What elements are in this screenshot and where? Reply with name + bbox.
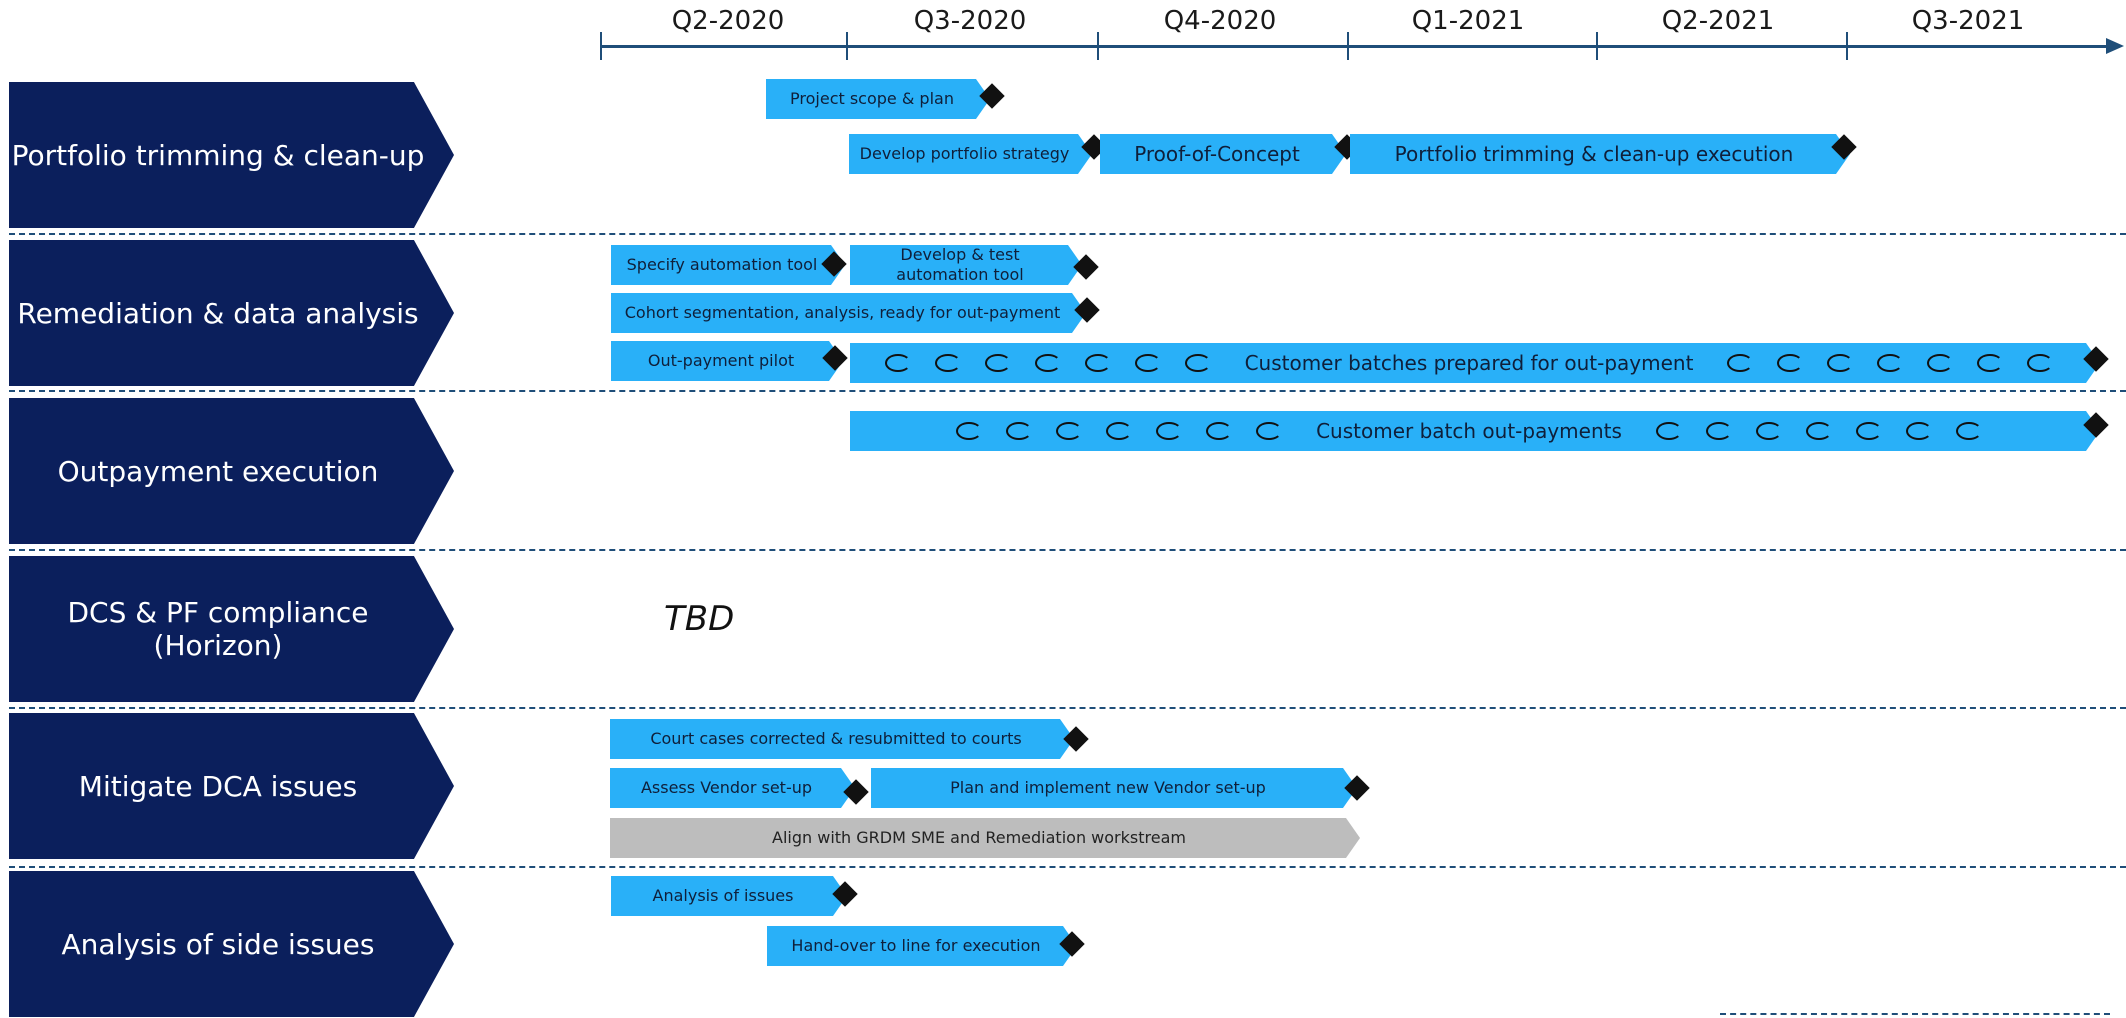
cycle-icon	[1856, 422, 1882, 440]
task-handover: Hand-over to line for execution	[767, 926, 1077, 966]
cycle-icon	[1035, 354, 1061, 372]
cycle-icon	[1906, 422, 1932, 440]
task-develop-strategy: Develop portfolio strategy	[849, 134, 1092, 174]
row-label-dca: Mitigate DCA issues	[9, 713, 454, 859]
cycle-icon	[1085, 354, 1111, 372]
cycle-icon	[1056, 422, 1082, 440]
task-specify-tool: Specify automation tool	[611, 245, 845, 285]
cycle-icon	[2027, 354, 2053, 372]
row-label-side-issues: Analysis of side issues	[9, 871, 454, 1017]
cycle-icon	[1827, 354, 1853, 372]
cycle-icon	[1727, 354, 1753, 372]
timeline-axis	[600, 45, 2110, 48]
row-label-text: Mitigate DCA issues	[78, 769, 358, 803]
quarter-label: Q1-2021	[1411, 6, 1525, 36]
row-label-text: Analysis of side issues	[61, 927, 375, 961]
cycle-icon	[1806, 422, 1832, 440]
task-align-grdm: Align with GRDM SME and Remediation work…	[610, 818, 1360, 858]
quarter-label: Q3-2020	[913, 6, 1027, 36]
cycle-icon	[1106, 422, 1132, 440]
cycle-icon	[1956, 422, 1982, 440]
row-divider	[9, 390, 2126, 392]
task-proof-of-concept: Proof-of-Concept	[1100, 134, 1346, 174]
task-develop-tool: Develop & test automation tool	[850, 245, 1082, 285]
recurring-cycle-icons	[1727, 354, 2053, 372]
quarter-label: Q2-2021	[1661, 6, 1775, 36]
task-batches-prepared: Customer batches prepared for out-paymen…	[850, 343, 2100, 383]
recurring-cycle-icons	[1656, 422, 1982, 440]
row-divider	[1720, 1013, 2110, 1015]
timeline-tick	[1097, 32, 1099, 60]
task-batch-outpayments: Customer batch out-payments	[850, 411, 2100, 451]
row-label-remediation: Remediation & data analysis	[9, 240, 454, 386]
quarter-label: Q2-2020	[671, 6, 785, 36]
cycle-icon	[1185, 354, 1211, 372]
task-assess-vendor: Assess Vendor set-up	[610, 768, 855, 808]
cycle-icon	[1777, 354, 1803, 372]
cycle-icon	[1706, 422, 1732, 440]
row-label-text: Remediation & data analysis	[17, 296, 419, 330]
cycle-icon	[935, 354, 961, 372]
task-court-cases: Court cases corrected & resubmitted to c…	[610, 719, 1074, 759]
task-project-scope: Project scope & plan	[766, 79, 990, 119]
row-divider	[9, 549, 2126, 551]
task-trimming-execution: Portfolio trimming & clean-up execution	[1350, 134, 1850, 174]
cycle-icon	[1877, 354, 1903, 372]
task-plan-vendor: Plan and implement new Vendor set-up	[871, 768, 1357, 808]
row-label-text: DCS & PF compliance (Horizon)	[67, 596, 369, 662]
cycle-icon	[1156, 422, 1182, 440]
cycle-icon	[885, 354, 911, 372]
timeline-tick	[1846, 32, 1848, 60]
cycle-icon	[956, 422, 982, 440]
task-cohort: Cohort segmentation, analysis, ready for…	[611, 293, 1086, 333]
cycle-icon	[1135, 354, 1161, 372]
cycle-icon	[1756, 422, 1782, 440]
timeline-tick	[600, 32, 602, 60]
cycle-icon	[1256, 422, 1282, 440]
timeline-tick	[1596, 32, 1598, 60]
recurring-cycle-icons	[885, 354, 1211, 372]
row-label-outpayment: Outpayment execution	[9, 398, 454, 544]
cycle-icon	[1006, 422, 1032, 440]
task-label: Customer batch out-payments	[1316, 419, 1622, 443]
row-label-text: Outpayment execution	[57, 454, 379, 488]
row-divider	[9, 866, 2126, 868]
task-analysis-issues: Analysis of issues	[611, 876, 847, 916]
cycle-icon	[1927, 354, 1953, 372]
cycle-icon	[1206, 422, 1232, 440]
row-divider	[9, 233, 2126, 235]
cycle-icon	[1977, 354, 2003, 372]
row-label-portfolio: Portfolio trimming & clean-up	[9, 82, 454, 228]
cycle-icon	[1656, 422, 1682, 440]
row-label-dcs-compliance: DCS & PF compliance (Horizon)	[9, 556, 454, 702]
task-label: Customer batches prepared for out-paymen…	[1244, 351, 1694, 375]
timeline-tick	[846, 32, 848, 60]
timeline-arrow-icon	[2106, 38, 2124, 54]
quarter-label: Q3-2021	[1911, 6, 2025, 36]
timeline-tick	[1347, 32, 1349, 60]
tbd-note: TBD	[664, 599, 735, 639]
task-pilot: Out-payment pilot	[611, 341, 843, 381]
row-divider	[9, 707, 2126, 709]
row-label-text: Portfolio trimming & clean-up	[11, 138, 425, 172]
cycle-icon	[985, 354, 1011, 372]
quarter-label: Q4-2020	[1163, 6, 1277, 36]
recurring-cycle-icons	[956, 422, 1282, 440]
